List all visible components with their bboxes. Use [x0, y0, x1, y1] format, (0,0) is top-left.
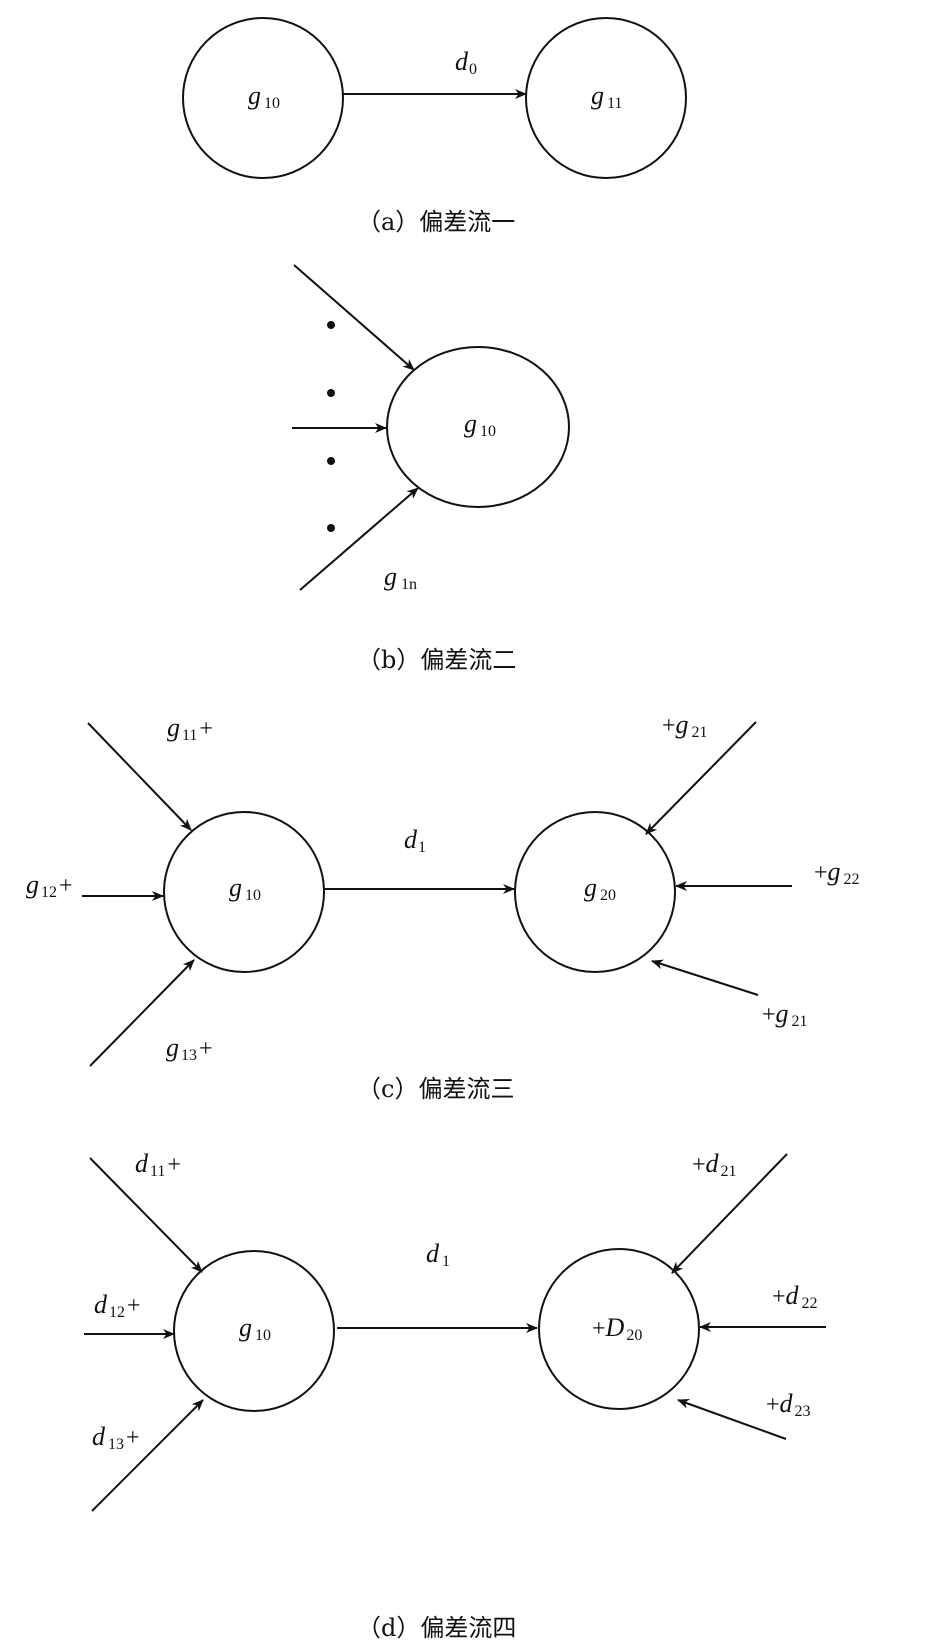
node-c-right	[514, 811, 676, 973]
ellipsis-dot	[327, 321, 335, 329]
input-c-right-bottom	[651, 959, 759, 996]
caption-a: （a）偏差流一	[357, 208, 515, 236]
input-d-right-top	[671, 1153, 788, 1274]
input-b-bottom	[299, 487, 419, 591]
ellipsis-dot	[327, 457, 335, 465]
node-c-left	[163, 811, 325, 973]
caption-b: （b）偏差流二	[357, 646, 516, 674]
input-d-left-bottom	[91, 1399, 204, 1512]
input-b-top	[293, 264, 415, 371]
node-d-left	[173, 1250, 335, 1412]
input-c-left-top	[87, 722, 192, 831]
caption-c: （c）偏差流三	[357, 1075, 514, 1103]
label-c-edge: d1	[404, 825, 426, 856]
input-d-left-top	[89, 1157, 203, 1273]
caption-d: （d）偏差流四	[357, 1614, 516, 1642]
ellipsis-dot	[327, 524, 335, 532]
input-c-left-bottom	[89, 959, 195, 1067]
node-b	[386, 346, 570, 508]
node-a-left	[182, 17, 344, 179]
input-c-right-top	[645, 721, 757, 835]
label-a-edge: d0	[455, 47, 477, 78]
ellipsis-dot	[327, 389, 335, 397]
node-a-right	[525, 17, 687, 179]
input-d-right-bottom	[677, 1399, 787, 1440]
